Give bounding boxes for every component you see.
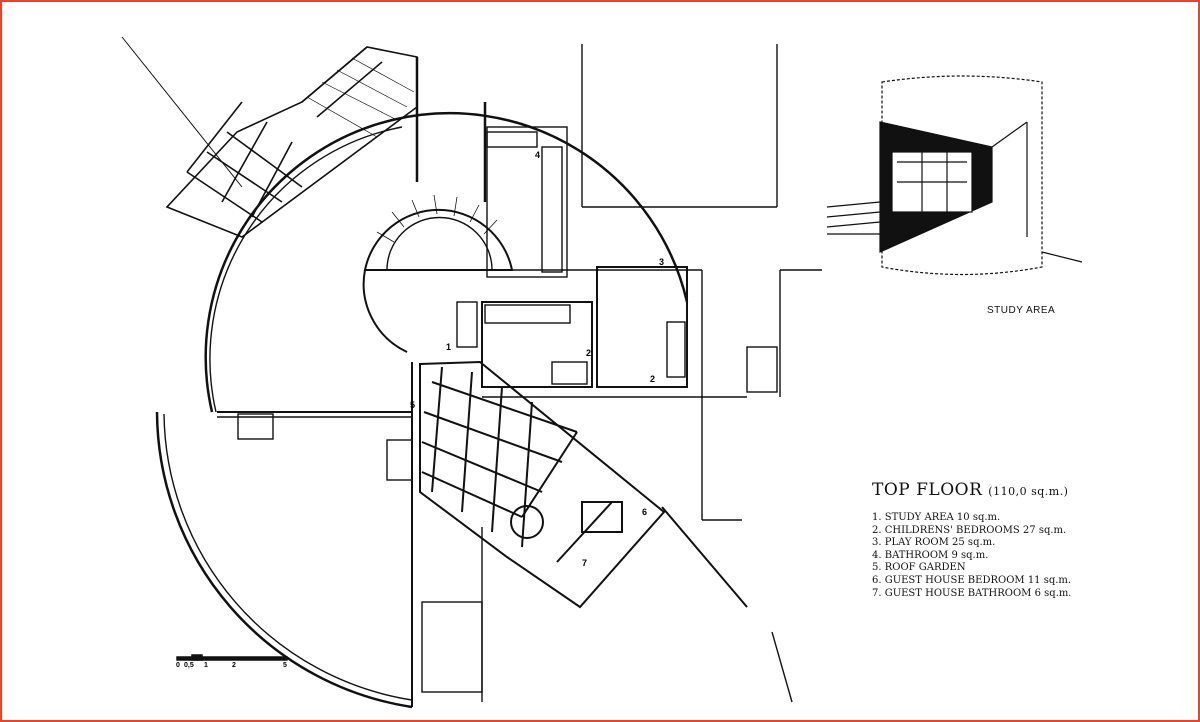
legend-item: 3. PLAY ROOM 25 sq.m. [872, 537, 996, 549]
legend-item: 6. GUEST HOUSE BEDROOM 11 sq.m. [872, 574, 1072, 586]
lower-arc-wall [155, 411, 413, 709]
scale-tick-05: 0,5 [184, 662, 194, 669]
roof-garden-grid-top-left [121, 36, 418, 238]
walls [217, 44, 822, 707]
label-7: 7 [582, 558, 588, 568]
scale-tick-1: 1 [204, 662, 208, 669]
bathroom-4 [486, 126, 568, 278]
scale-tick-0: 0 [176, 662, 180, 669]
title-main: TOP FLOOR [872, 480, 983, 500]
plan-title: TOP FLOOR (110,0 sq.m.) [872, 480, 1068, 500]
stair-treads [376, 194, 498, 243]
stair-hatching [306, 57, 415, 138]
legend-item: 7. GUEST HOUSE BATHROOM 6 sq.m. [872, 587, 1072, 599]
scale-tick-5: 5 [283, 662, 287, 669]
guest-house [419, 360, 666, 609]
guest-spiral-stair [510, 505, 544, 539]
label-2a: 2 [586, 348, 592, 358]
legend-item: 5. ROOF GARDEN [872, 562, 966, 574]
label-4: 4 [535, 150, 541, 160]
guest-bed [581, 501, 623, 533]
legend-item: 1. STUDY AREA 10 sq.m. [872, 512, 1001, 523]
lower-arc-wall-inner [163, 413, 413, 701]
title-area: (110,0 sq.m.) [988, 485, 1069, 498]
label-3: 3 [659, 257, 665, 267]
room-legend: 1. STUDY AREA 10 sq.m. 2. CHILDRENS' BED… [872, 512, 1071, 600]
childrens-bedroom [481, 301, 593, 388]
play-room [596, 266, 688, 388]
perspective-caption: STUDY AREA [987, 305, 1056, 316]
spiral-stair [363, 209, 514, 271]
outer-circle-wall [204, 111, 689, 413]
label-1: 1 [446, 342, 452, 352]
label-6: 6 [642, 507, 648, 517]
study-area-perspective [826, 75, 1083, 276]
legend-item: 2. CHILDRENS' BEDROOMS 27 sq.m. [872, 524, 1067, 536]
inner-circle-wall [209, 126, 403, 413]
label-2b: 2 [650, 374, 656, 384]
legend-item: 4. BATHROOM 9 sq.m. [872, 549, 989, 561]
scale-bar [176, 654, 288, 661]
label-5: 5 [410, 400, 416, 410]
study-curved-wall [362, 269, 408, 353]
scale-tick-2: 2 [232, 662, 236, 669]
